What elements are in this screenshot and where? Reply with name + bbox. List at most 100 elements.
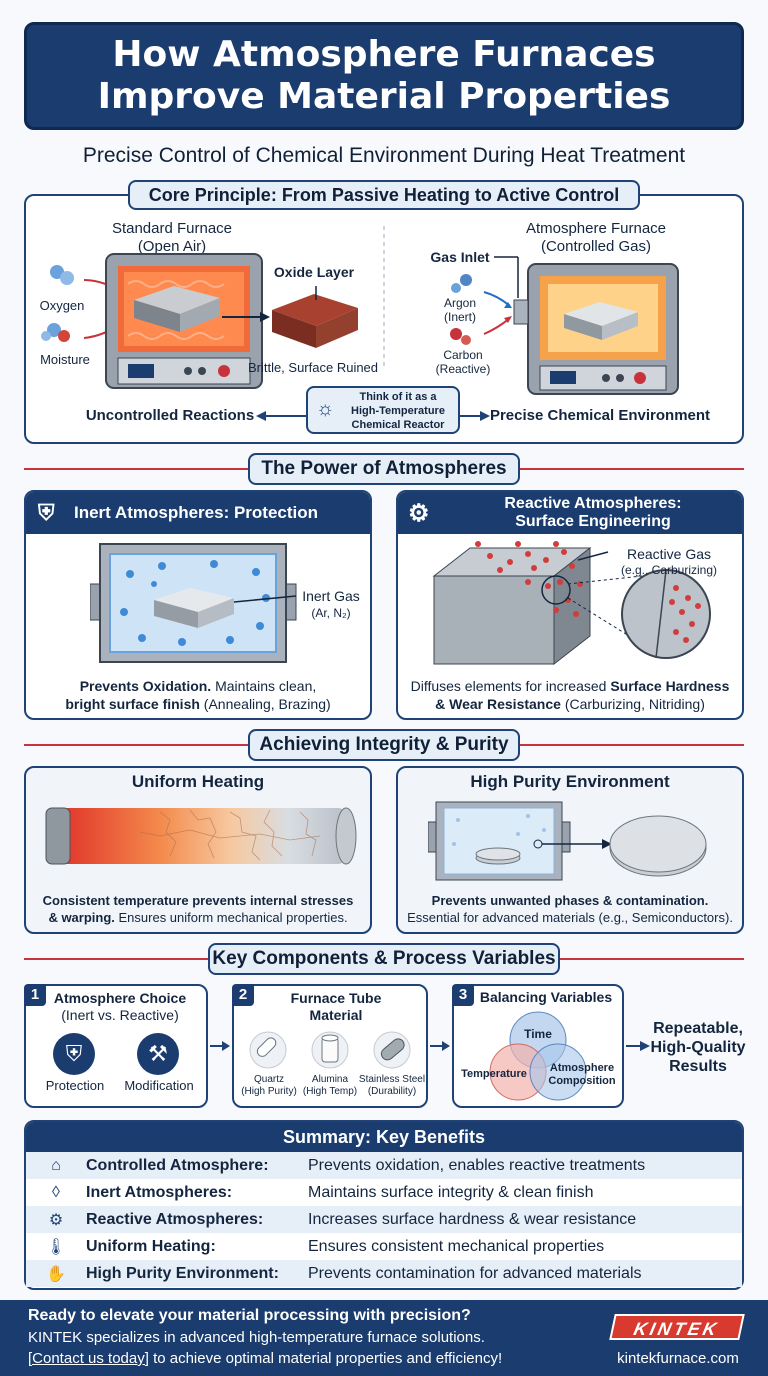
reactor-note: ☼ Think of it as a High-Temperature Chem… xyxy=(306,386,460,434)
venn-time-label: Time xyxy=(524,1027,552,1041)
title-line-2: Improve Material Properties xyxy=(97,76,671,117)
c1-title-line1: Atmosphere Choice xyxy=(53,990,187,1006)
moisture-label: Moisture xyxy=(40,352,90,367)
gas-inlet-label: Gas Inlet xyxy=(430,249,490,265)
reactive-gas-label: Reactive Gas (e.g., Carburizing) xyxy=(606,546,732,578)
reactor-line1: Think of it as a xyxy=(359,391,437,403)
argon-line2: (Inert) xyxy=(443,310,476,324)
atmosphere-furnace-title: Atmosphere Furnace (Controlled Gas) xyxy=(498,220,694,256)
summary-key: High Purity Environment: xyxy=(86,1264,279,1282)
arrow-1-2 xyxy=(210,1041,230,1051)
standard-title-line1: Standard Furnace xyxy=(111,220,233,237)
moisture-molecule-icon xyxy=(41,323,70,342)
components-heading: Key Components & Process Variables xyxy=(208,943,560,975)
core-illustration xyxy=(41,226,679,421)
oxygen-molecule-icon xyxy=(50,265,74,285)
title-banner: How Atmosphere Furnaces Improve Material… xyxy=(24,22,744,130)
gear-icon: ⚙ xyxy=(48,1211,64,1229)
oxide-layer-label: Oxide Layer xyxy=(273,264,355,280)
inert-text2: (Annealing, Brazing) xyxy=(199,696,331,712)
arrow-2-3 xyxy=(430,1041,450,1051)
site-link[interactable]: kintekfurnace.com xyxy=(617,1350,739,1367)
inert-gas-line2: (Ar, N₂) xyxy=(311,606,351,620)
precise-label: Precise Chemical Environment xyxy=(489,407,711,424)
summary-value: Prevents oxidation, enables reactive tre… xyxy=(308,1156,646,1174)
power-heading: The Power of Atmospheres xyxy=(248,453,520,485)
component-1-number: 1 xyxy=(24,984,46,1006)
footer-line1: Ready to elevate your material processin… xyxy=(28,1307,471,1324)
inert-bold1: Prevents Oxidation. xyxy=(79,678,212,694)
purity-description: Prevents unwanted phases & contamination… xyxy=(400,892,740,926)
protection-label: Protection xyxy=(45,1078,105,1093)
integrity-heading: Achieving Integrity & Purity xyxy=(248,729,520,761)
c1-title-line2: (Inert vs. Reactive) xyxy=(61,1007,179,1023)
oxide-layer-icon xyxy=(272,286,358,348)
uniform-title: Uniform Heating xyxy=(131,772,265,791)
carbon-line1: Carbon xyxy=(443,348,483,362)
summary-key: Reactive Atmospheres: xyxy=(86,1210,264,1228)
purity-text: Essential for advanced materials (e.g., … xyxy=(407,910,733,925)
inert-bold2: bright surface finish xyxy=(65,696,200,712)
modification-tools-icon: ⚒ xyxy=(137,1033,179,1075)
lightbulb-icon: ☼ xyxy=(316,398,335,420)
furnace-icon: ⌂ xyxy=(51,1156,61,1174)
inert-card-header: ⛨ Inert Atmospheres: Protection xyxy=(26,492,370,534)
summary-row: ✋ High Purity Environment: Prevents cont… xyxy=(26,1260,742,1287)
brittle-label: Brittle, Surface Ruined xyxy=(247,360,379,375)
reactive-card-header: ⚙ Reactive Atmospheres: Surface Engineer… xyxy=(398,492,742,534)
drop-icon: ◊ xyxy=(52,1183,60,1201)
summary-heading: Summary: Key Benefits xyxy=(26,1122,742,1152)
summary-key: Inert Atmospheres: xyxy=(86,1183,233,1201)
reactor-line3: Chemical Reactor xyxy=(351,419,445,431)
result-line3: Results xyxy=(669,1058,727,1075)
result-line2: High-Quality xyxy=(650,1039,746,1056)
quartz-label: Quartz (High Purity) xyxy=(236,1074,302,1098)
alumina-line1: Alumina xyxy=(311,1074,349,1085)
purity-title: High Purity Environment xyxy=(470,772,670,791)
reactive-gas-line1: Reactive Gas xyxy=(626,546,712,562)
summary-row: 🌡 Uniform Heating: Ensures consistent me… xyxy=(26,1233,742,1260)
modification-label: Modification xyxy=(124,1078,194,1093)
footer-line3: [Contact us today] to achieve optimal ma… xyxy=(28,1350,588,1367)
c2-title-line1: Furnace Tube xyxy=(290,990,382,1006)
component-3-title: Balancing Variables xyxy=(479,989,613,1005)
steel-label: Stainless Steel (Durability) xyxy=(356,1074,428,1098)
subtitle: Precise Control of Chemical Environment … xyxy=(82,144,686,167)
inert-gas-label: Inert Gas (Ar, N₂) xyxy=(298,588,364,622)
uniform-rod-illustration xyxy=(45,807,357,865)
steel-line1: Stainless Steel xyxy=(358,1074,426,1085)
footer-line3-text: to achieve optimal material properties a… xyxy=(148,1350,503,1367)
argon-label: Argon (Inert) xyxy=(430,296,490,324)
venn-atmosphere-label: Atmosphere Composition xyxy=(544,1062,620,1088)
uncontrolled-label: Uncontrolled Reactions xyxy=(85,407,255,424)
gear-wrench-icon: ⚙ xyxy=(408,499,430,527)
standard-furnace-title: Standard Furnace (Open Air) xyxy=(92,220,252,256)
inert-description: Prevents Oxidation. Maintains clean, bri… xyxy=(30,677,366,713)
argon-molecule-icon xyxy=(451,274,472,293)
component-2-title: Furnace Tube Material xyxy=(254,990,418,1024)
summary-value: Ensures consistent mechanical properties xyxy=(308,1237,605,1255)
result-label: Repeatable, High-Quality Results xyxy=(648,1019,748,1076)
reactive-block-illustration xyxy=(432,541,711,666)
standard-furnace-icon xyxy=(105,253,263,389)
thermometer-icon: 🌡 xyxy=(45,1238,67,1256)
reactive-bold1: Surface Hardness xyxy=(610,678,730,694)
footer-line2: KINTEK specializes in advanced high-temp… xyxy=(28,1329,485,1346)
carbon-label: Carbon (Reactive) xyxy=(430,348,496,376)
summary-key: Controlled Atmosphere: xyxy=(86,1156,269,1174)
inert-gas-line1: Inert Gas xyxy=(302,588,360,604)
component-3-number: 3 xyxy=(452,984,474,1006)
summary-key: Uniform Heating: xyxy=(86,1237,216,1255)
kintek-logo[interactable]: KINTEK xyxy=(609,1314,745,1340)
summary-row: ⌂ Controlled Atmosphere: Prevents oxidat… xyxy=(26,1152,742,1179)
reactor-line2: High-Temperature xyxy=(351,405,445,417)
inert-text1: Maintains clean, xyxy=(211,678,317,694)
summary-row: ⚙ Reactive Atmospheres: Increases surfac… xyxy=(26,1206,742,1233)
standard-title-line2: (Open Air) xyxy=(137,238,207,255)
hand-drop-icon: ✋ xyxy=(46,1265,66,1283)
quartz-line2: (High Purity) xyxy=(241,1086,297,1097)
reactive-title: Reactive Atmospheres: Surface Engineerin… xyxy=(448,495,738,531)
venn-diagram xyxy=(489,1011,587,1101)
contact-link[interactable]: [Contact us today] xyxy=(28,1350,149,1367)
steel-line2: (Durability) xyxy=(367,1086,417,1097)
